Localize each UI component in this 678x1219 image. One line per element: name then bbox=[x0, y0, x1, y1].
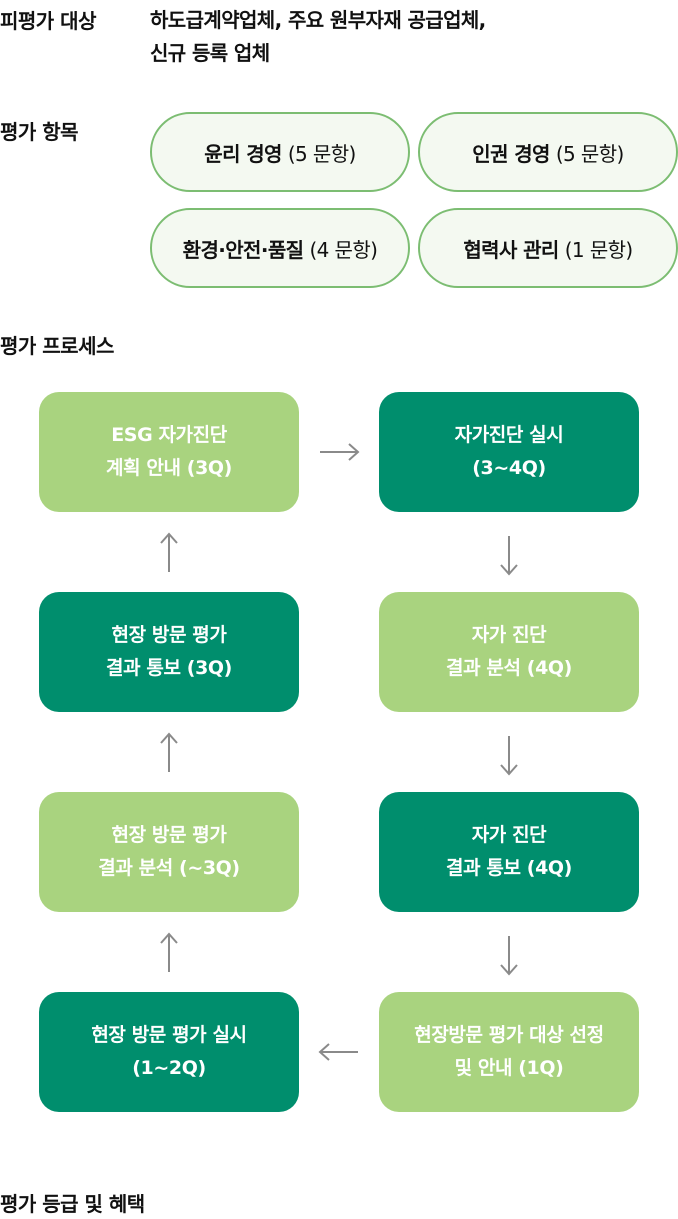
step-line-1: 현장 방문 평가 bbox=[111, 824, 227, 846]
step-line-2: 및 안내 (1Q) bbox=[454, 1057, 564, 1079]
arrow-up-icon bbox=[160, 932, 178, 972]
step-line-2: (3~4Q) bbox=[472, 457, 546, 479]
item-name: 윤리 경영 bbox=[204, 141, 282, 166]
step-line-1: 자가진단 실시 bbox=[454, 424, 564, 446]
process-step-6: 현장 방문 평가 실시 (1~2Q) bbox=[39, 992, 299, 1112]
step-line-2: 계획 안내 (3Q) bbox=[106, 457, 232, 479]
target-description: 하도급계약업체, 주요 원부자재 공급업체, 신규 등록 업체 bbox=[150, 4, 670, 70]
step-line-1: 현장방문 평가 대상 선정 bbox=[414, 1024, 604, 1046]
target-label: 피평가 대상 bbox=[0, 9, 96, 33]
process-step-4: 자가 진단 결과 통보 (4Q) bbox=[379, 792, 639, 912]
item-count: (5 문항) bbox=[287, 141, 356, 166]
arrow-down-icon bbox=[500, 536, 518, 576]
step-line-1: 자가 진단 bbox=[471, 624, 547, 646]
item-pill-environment-safety-quality: 환경·안전·품질 (4 문항) bbox=[150, 208, 410, 288]
item-pill-ethics: 윤리 경영 (5 문항) bbox=[150, 112, 410, 192]
target-line-1: 하도급계약업체, 주요 원부자재 공급업체, bbox=[150, 8, 486, 32]
process-step-1: ESG 자가진단 계획 안내 (3Q) bbox=[39, 392, 299, 512]
grade-label: 평가 등급 및 혜택 bbox=[0, 1192, 145, 1216]
item-count: (1 문항) bbox=[564, 237, 633, 262]
step-line-2: 결과 통보 (4Q) bbox=[446, 857, 572, 879]
arrow-down-icon bbox=[500, 736, 518, 776]
item-pill-supplier-management: 협력사 관리 (1 문항) bbox=[418, 208, 678, 288]
process-step-7: 현장 방문 평가 결과 분석 (~3Q) bbox=[39, 792, 299, 912]
process-step-3: 자가 진단 결과 분석 (4Q) bbox=[379, 592, 639, 712]
process-step-5: 현장방문 평가 대상 선정 및 안내 (1Q) bbox=[379, 992, 639, 1112]
process-step-2: 자가진단 실시 (3~4Q) bbox=[379, 392, 639, 512]
step-line-1: 자가 진단 bbox=[471, 824, 547, 846]
arrow-up-icon bbox=[160, 532, 178, 572]
arrow-left-icon bbox=[318, 1043, 358, 1061]
step-line-1: ESG 자가진단 bbox=[111, 424, 227, 446]
item-name: 환경·안전·품질 bbox=[182, 237, 304, 262]
step-line-2: 결과 분석 (4Q) bbox=[446, 657, 572, 679]
item-name: 협력사 관리 bbox=[463, 237, 559, 262]
process-label: 평가 프로세스 bbox=[0, 334, 114, 358]
item-count: (4 문항) bbox=[309, 237, 378, 262]
target-line-2: 신규 등록 업체 bbox=[150, 41, 270, 65]
process-step-8: 현장 방문 평가 결과 통보 (3Q) bbox=[39, 592, 299, 712]
arrow-down-icon bbox=[500, 936, 518, 976]
step-line-2: 결과 분석 (~3Q) bbox=[98, 857, 240, 879]
arrow-right-icon bbox=[320, 443, 360, 461]
item-name: 인권 경영 bbox=[472, 141, 550, 166]
arrow-up-icon bbox=[160, 732, 178, 772]
item-pill-human-rights: 인권 경영 (5 문항) bbox=[418, 112, 678, 192]
step-line-2: (1~2Q) bbox=[132, 1057, 206, 1079]
step-line-1: 현장 방문 평가 실시 bbox=[91, 1024, 247, 1046]
items-label: 평가 항목 bbox=[0, 120, 79, 144]
step-line-2: 결과 통보 (3Q) bbox=[106, 657, 232, 679]
step-line-1: 현장 방문 평가 bbox=[111, 624, 227, 646]
item-count: (5 문항) bbox=[555, 141, 624, 166]
